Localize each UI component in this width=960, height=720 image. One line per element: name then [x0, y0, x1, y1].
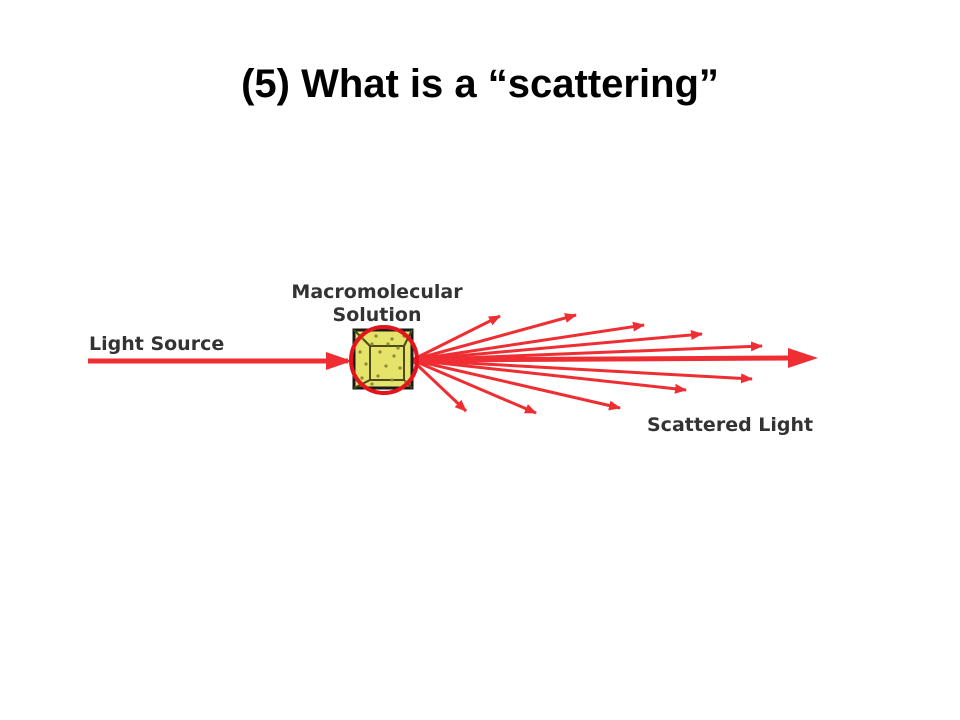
scattered-ray — [411, 314, 501, 362]
scattered-ray — [411, 358, 621, 411]
solution-label-line1: Macromolecular — [291, 281, 463, 303]
slide-title: (5) What is a “scattering” — [241, 62, 719, 106]
scattered-ray — [411, 358, 537, 415]
transmitted-light-beam — [411, 355, 797, 363]
scattered-ray — [411, 330, 703, 362]
scattered-light-label: Scattered Light — [647, 414, 813, 436]
scattered-ray — [411, 358, 753, 384]
transmitted-beam-arrowhead — [788, 348, 818, 368]
incident-beam-arrowhead — [326, 352, 352, 370]
highlight-circle — [349, 325, 419, 395]
scattered-ray — [410, 358, 468, 413]
scattered-ray — [411, 313, 577, 362]
solution-label-line2: Solution — [333, 304, 422, 326]
cuvette — [352, 328, 414, 390]
scattered-rays — [410, 313, 763, 415]
scattered-ray — [411, 321, 645, 362]
scattered-ray — [411, 358, 687, 394]
light-source-label: Light Source — [89, 333, 224, 355]
